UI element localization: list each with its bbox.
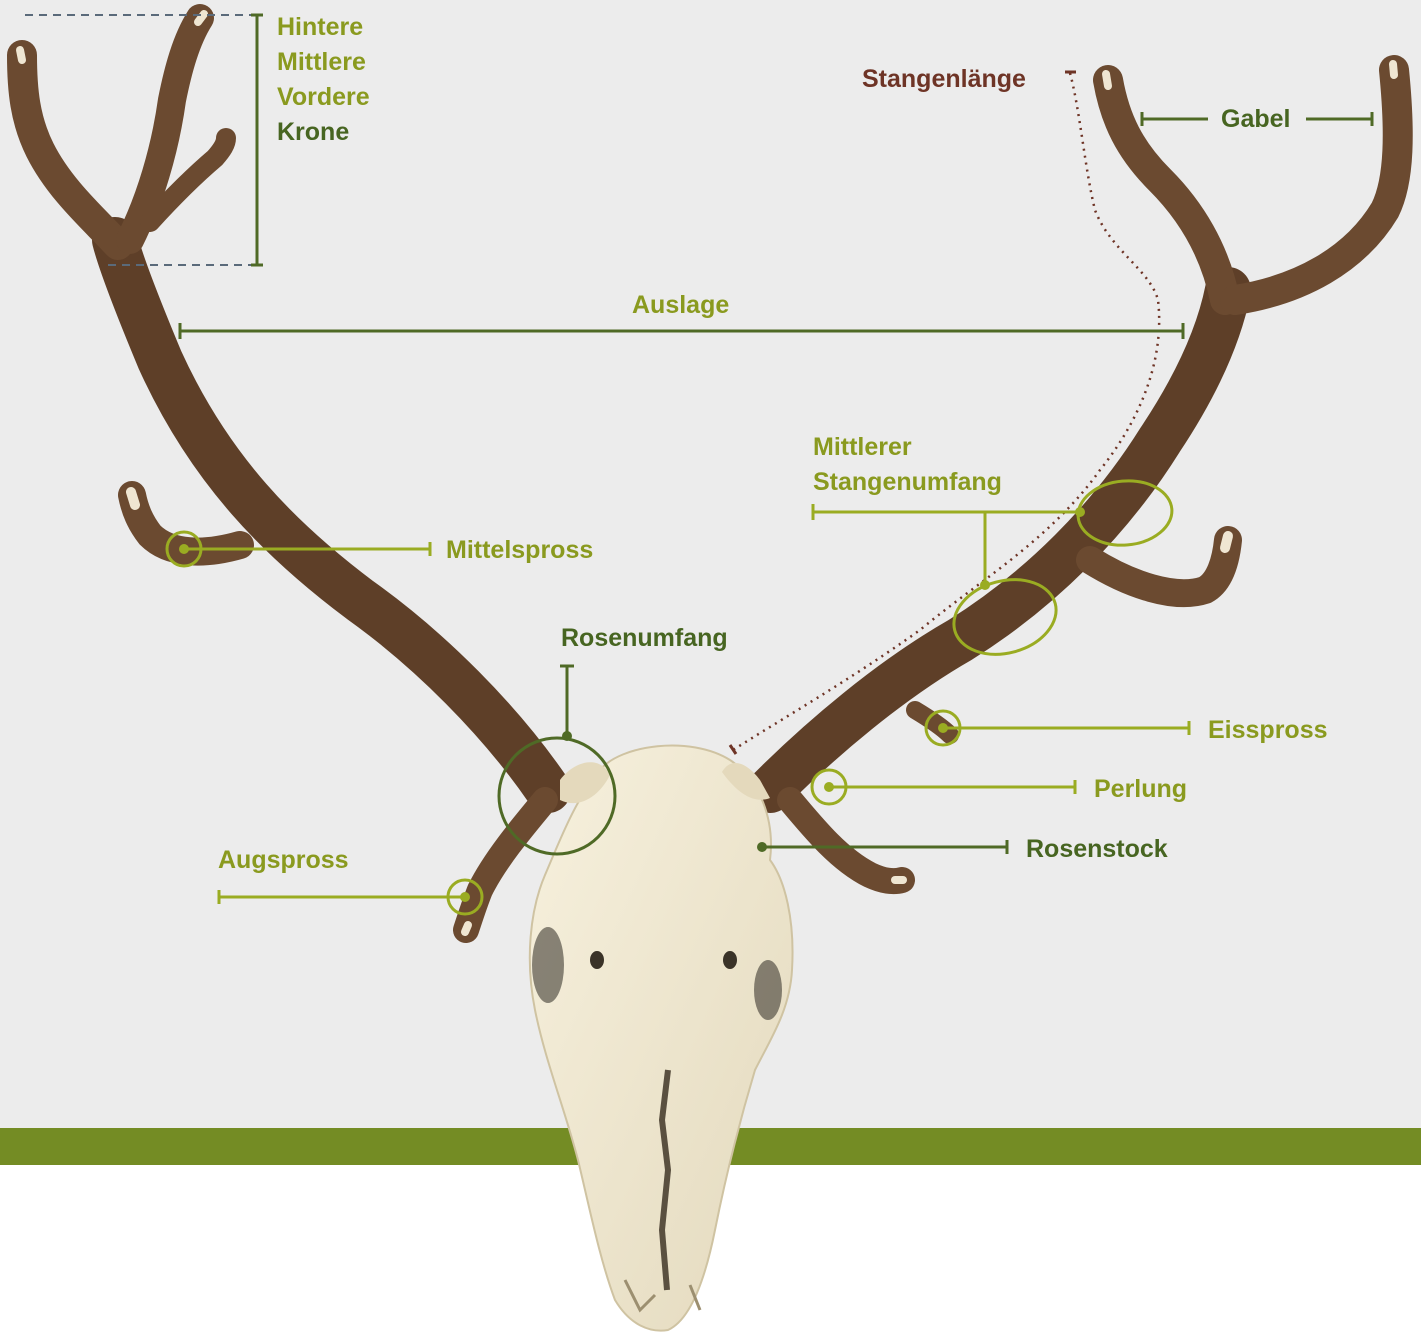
label-auslage: Auslage	[632, 288, 729, 323]
label-rosenstock: Rosenstock	[1026, 832, 1168, 867]
label-krone: Krone	[277, 115, 349, 150]
label-gabel: Gabel	[1221, 102, 1290, 137]
label-stangenumfang: Stangenumfang	[813, 465, 1002, 500]
label-rosenumfang: Rosenumfang	[561, 621, 728, 656]
label-hintere: Hintere	[277, 10, 363, 45]
label-augspross: Augspross	[218, 843, 349, 878]
label-eisspross: Eisspross	[1208, 713, 1328, 748]
label-mittelspross: Mittelspross	[446, 533, 593, 568]
label-perlung: Perlung	[1094, 772, 1187, 807]
label-vordere: Vordere	[277, 80, 370, 115]
label-mittlere: Mittlere	[277, 45, 366, 80]
label-stangenlaenge: Stangenlänge	[862, 62, 1026, 97]
label-mittlerer: Mittlerer	[813, 430, 912, 465]
